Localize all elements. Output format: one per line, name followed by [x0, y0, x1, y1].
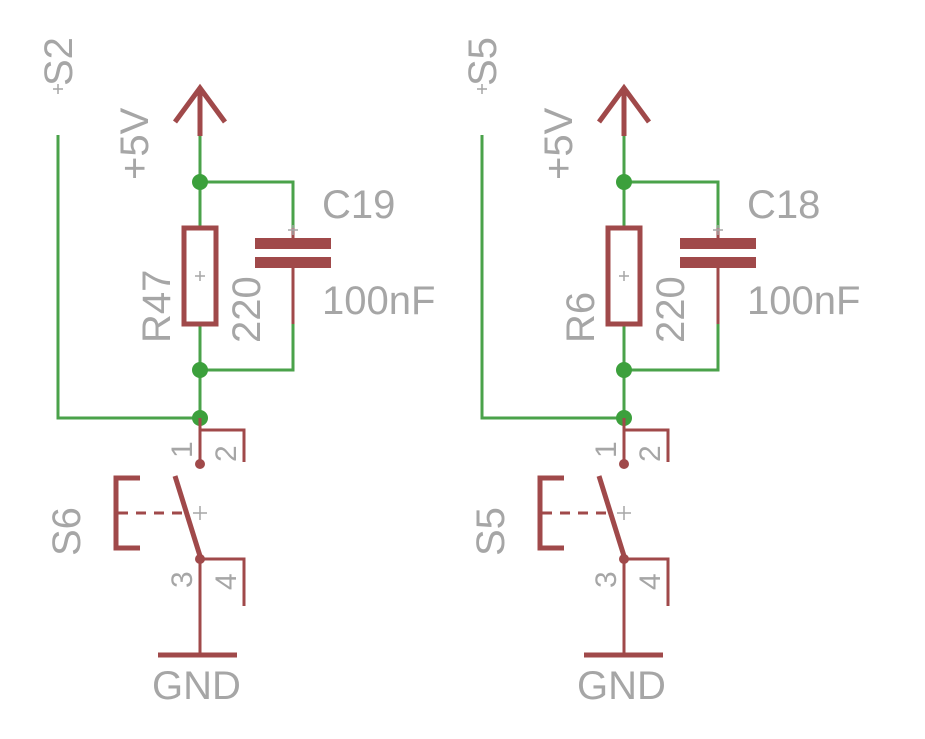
capacitor-symbol [680, 225, 756, 324]
capacitor-value: 100nF [747, 279, 860, 323]
signal-wire [480, 135, 624, 420]
switch-pin-3: 3 [166, 571, 199, 588]
supply-label: +5V [113, 107, 157, 180]
cap-bottom-wire [200, 324, 295, 372]
resistor-body [181, 225, 219, 327]
signal-label: S2 [37, 37, 81, 86]
signal-label: S5 [461, 37, 505, 86]
switch-pin-2: 2 [210, 445, 243, 462]
switch-name: S6 [45, 507, 89, 556]
switch-symbol [537, 418, 670, 655]
switch-name: S5 [469, 507, 513, 556]
cap-top-wire [624, 180, 720, 228]
resistor-value: 220 [649, 276, 693, 343]
switch-pin-1: 1 [166, 441, 199, 458]
circuit-left: S2 +5V R47 220 [37, 37, 435, 708]
resistor-value: 220 [225, 276, 269, 343]
resistor-name: R47 [135, 270, 179, 343]
capacitor-symbol [255, 225, 331, 324]
supply-label: +5V [537, 107, 581, 180]
circuit-right: S5 +5V R6 220 C18 100nF [461, 37, 860, 708]
capacitor-name: C19 [322, 183, 395, 227]
junction-dot [616, 362, 632, 378]
cap-bottom-wire [624, 324, 720, 372]
resistor-name: R6 [559, 292, 603, 343]
capacitor-name: C18 [747, 183, 820, 227]
cap-top-wire [200, 180, 295, 228]
junction-dot [192, 174, 208, 190]
junction-dot [616, 174, 632, 190]
resistor-body [605, 225, 643, 327]
switch-pin-4: 4 [634, 573, 667, 590]
supply-symbol [596, 83, 652, 136]
switch-pin-4: 4 [210, 573, 243, 590]
signal-wire [56, 135, 200, 420]
switch-pin-2: 2 [634, 445, 667, 462]
switch-symbol [113, 418, 246, 655]
ground-label: GND [577, 664, 666, 708]
ground-label: GND [152, 664, 241, 708]
switch-pin-3: 3 [590, 571, 623, 588]
supply-symbol [172, 83, 228, 136]
junction-dot [192, 362, 208, 378]
switch-pin-1: 1 [590, 441, 623, 458]
capacitor-value: 100nF [322, 279, 435, 323]
